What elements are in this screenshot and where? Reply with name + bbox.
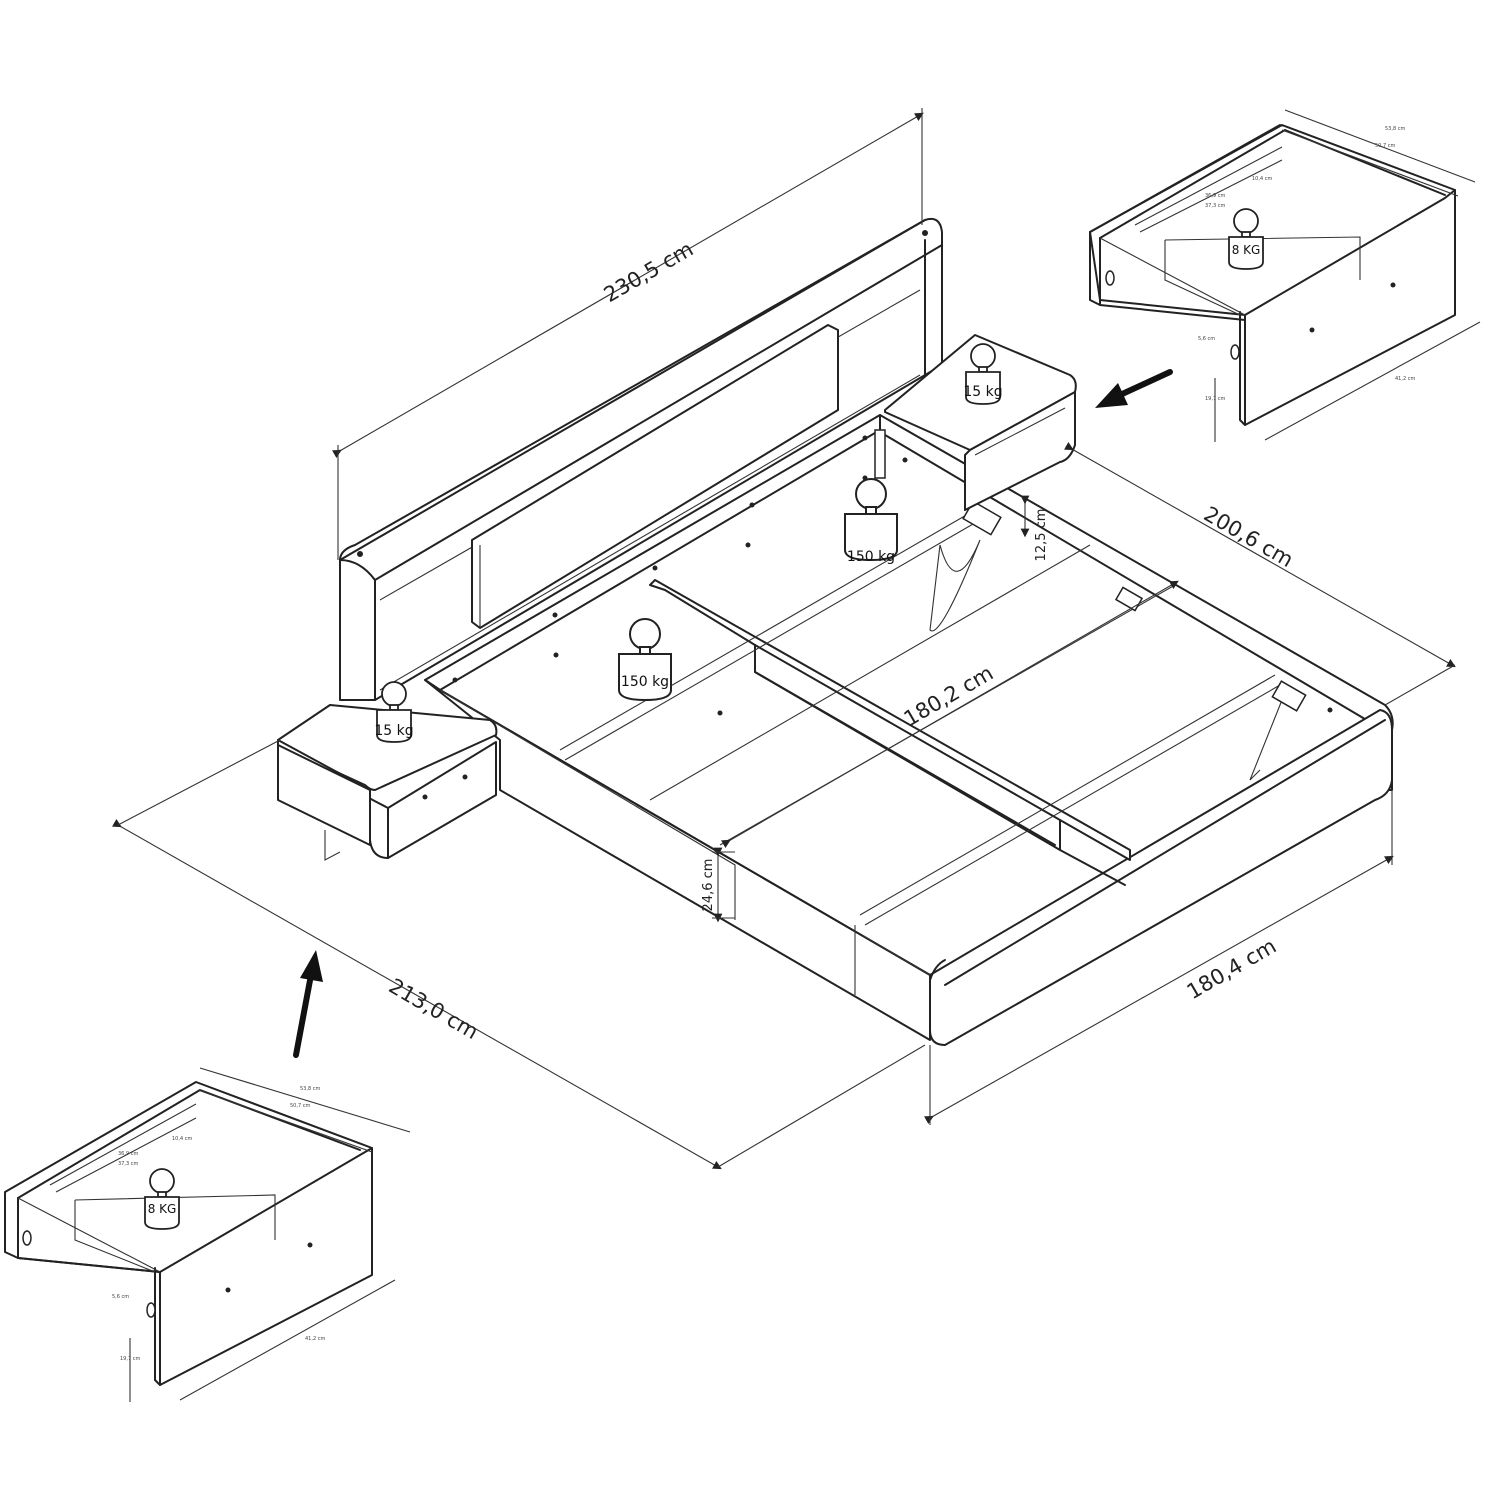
drawer-dim-d8: 41,2 cm [1395, 376, 1415, 382]
dimension-overall-length: 213,0 cm [385, 974, 483, 1044]
weight-label-nightstand-right: 15 kg [963, 384, 1002, 400]
drawer-dim-d6: 5,6 cm [1198, 336, 1215, 342]
weight-label-bed-front: 150 kg [621, 674, 669, 690]
nightstand-left [277, 704, 498, 861]
drawer-dim-b4: 37,3 cm [118, 1161, 138, 1167]
drawer-bottom-left: 53,8 cm 50,7 cm 36,9 cm 37,3 cm 10,4 cm … [4, 1067, 411, 1402]
arrow-up-icon [293, 950, 323, 1058]
drawer-dim-b1: 53,8 cm [300, 1086, 320, 1092]
dimension-frame-length: 200,6 cm [1200, 502, 1298, 572]
drawer-dim-b3: 36,9 cm [118, 1151, 138, 1157]
drawer-dim-b7: 19,7 cm [120, 1356, 140, 1362]
drawer-dim-d7: 19,7 cm [1205, 396, 1225, 402]
drawer-dim-d5: 10,4 cm [1252, 176, 1272, 182]
weight-label-drawer-bottom: 8 KG [148, 1202, 177, 1216]
dimension-frame-width: 180,4 cm [1183, 934, 1281, 1004]
drawer-dim-d1: 53,8 cm [1385, 126, 1405, 132]
drawer-dim-b5: 10,4 cm [172, 1136, 192, 1142]
weight-label-bed-back: 150 kg [847, 549, 895, 565]
dimension-frame-height: 24,6 cm [701, 859, 716, 912]
drawer-dim-b2: 50,7 cm [290, 1103, 310, 1109]
drawer-dim-d3: 36,9 cm [1205, 193, 1225, 199]
drawer-dim-d4: 37,3 cm [1205, 203, 1225, 209]
weight-label-drawer-top: 8 KG [1232, 243, 1261, 257]
dimension-clearance-height: 12,5 cm [1034, 509, 1049, 562]
dimension-inner-width: 180,2 cm [900, 661, 998, 731]
arrow-left-icon [1095, 369, 1173, 408]
drawer-dim-d2: 50,7 cm [1375, 143, 1395, 149]
weight-icon: 150 kg 150 kg 15 kg 15 kg [374, 343, 1003, 743]
dimension-headboard-width: 230,5 cm [600, 237, 698, 307]
weight-label-nightstand-left: 15 kg [374, 723, 413, 739]
drawer-dim-b8: 41,2 cm [305, 1336, 325, 1342]
drawer-top-right: 53,8 cm 50,7 cm 36,9 cm 37,3 cm 10,4 cm … [1089, 109, 1481, 442]
drawer-dim-b6: 5,6 cm [112, 1294, 129, 1300]
